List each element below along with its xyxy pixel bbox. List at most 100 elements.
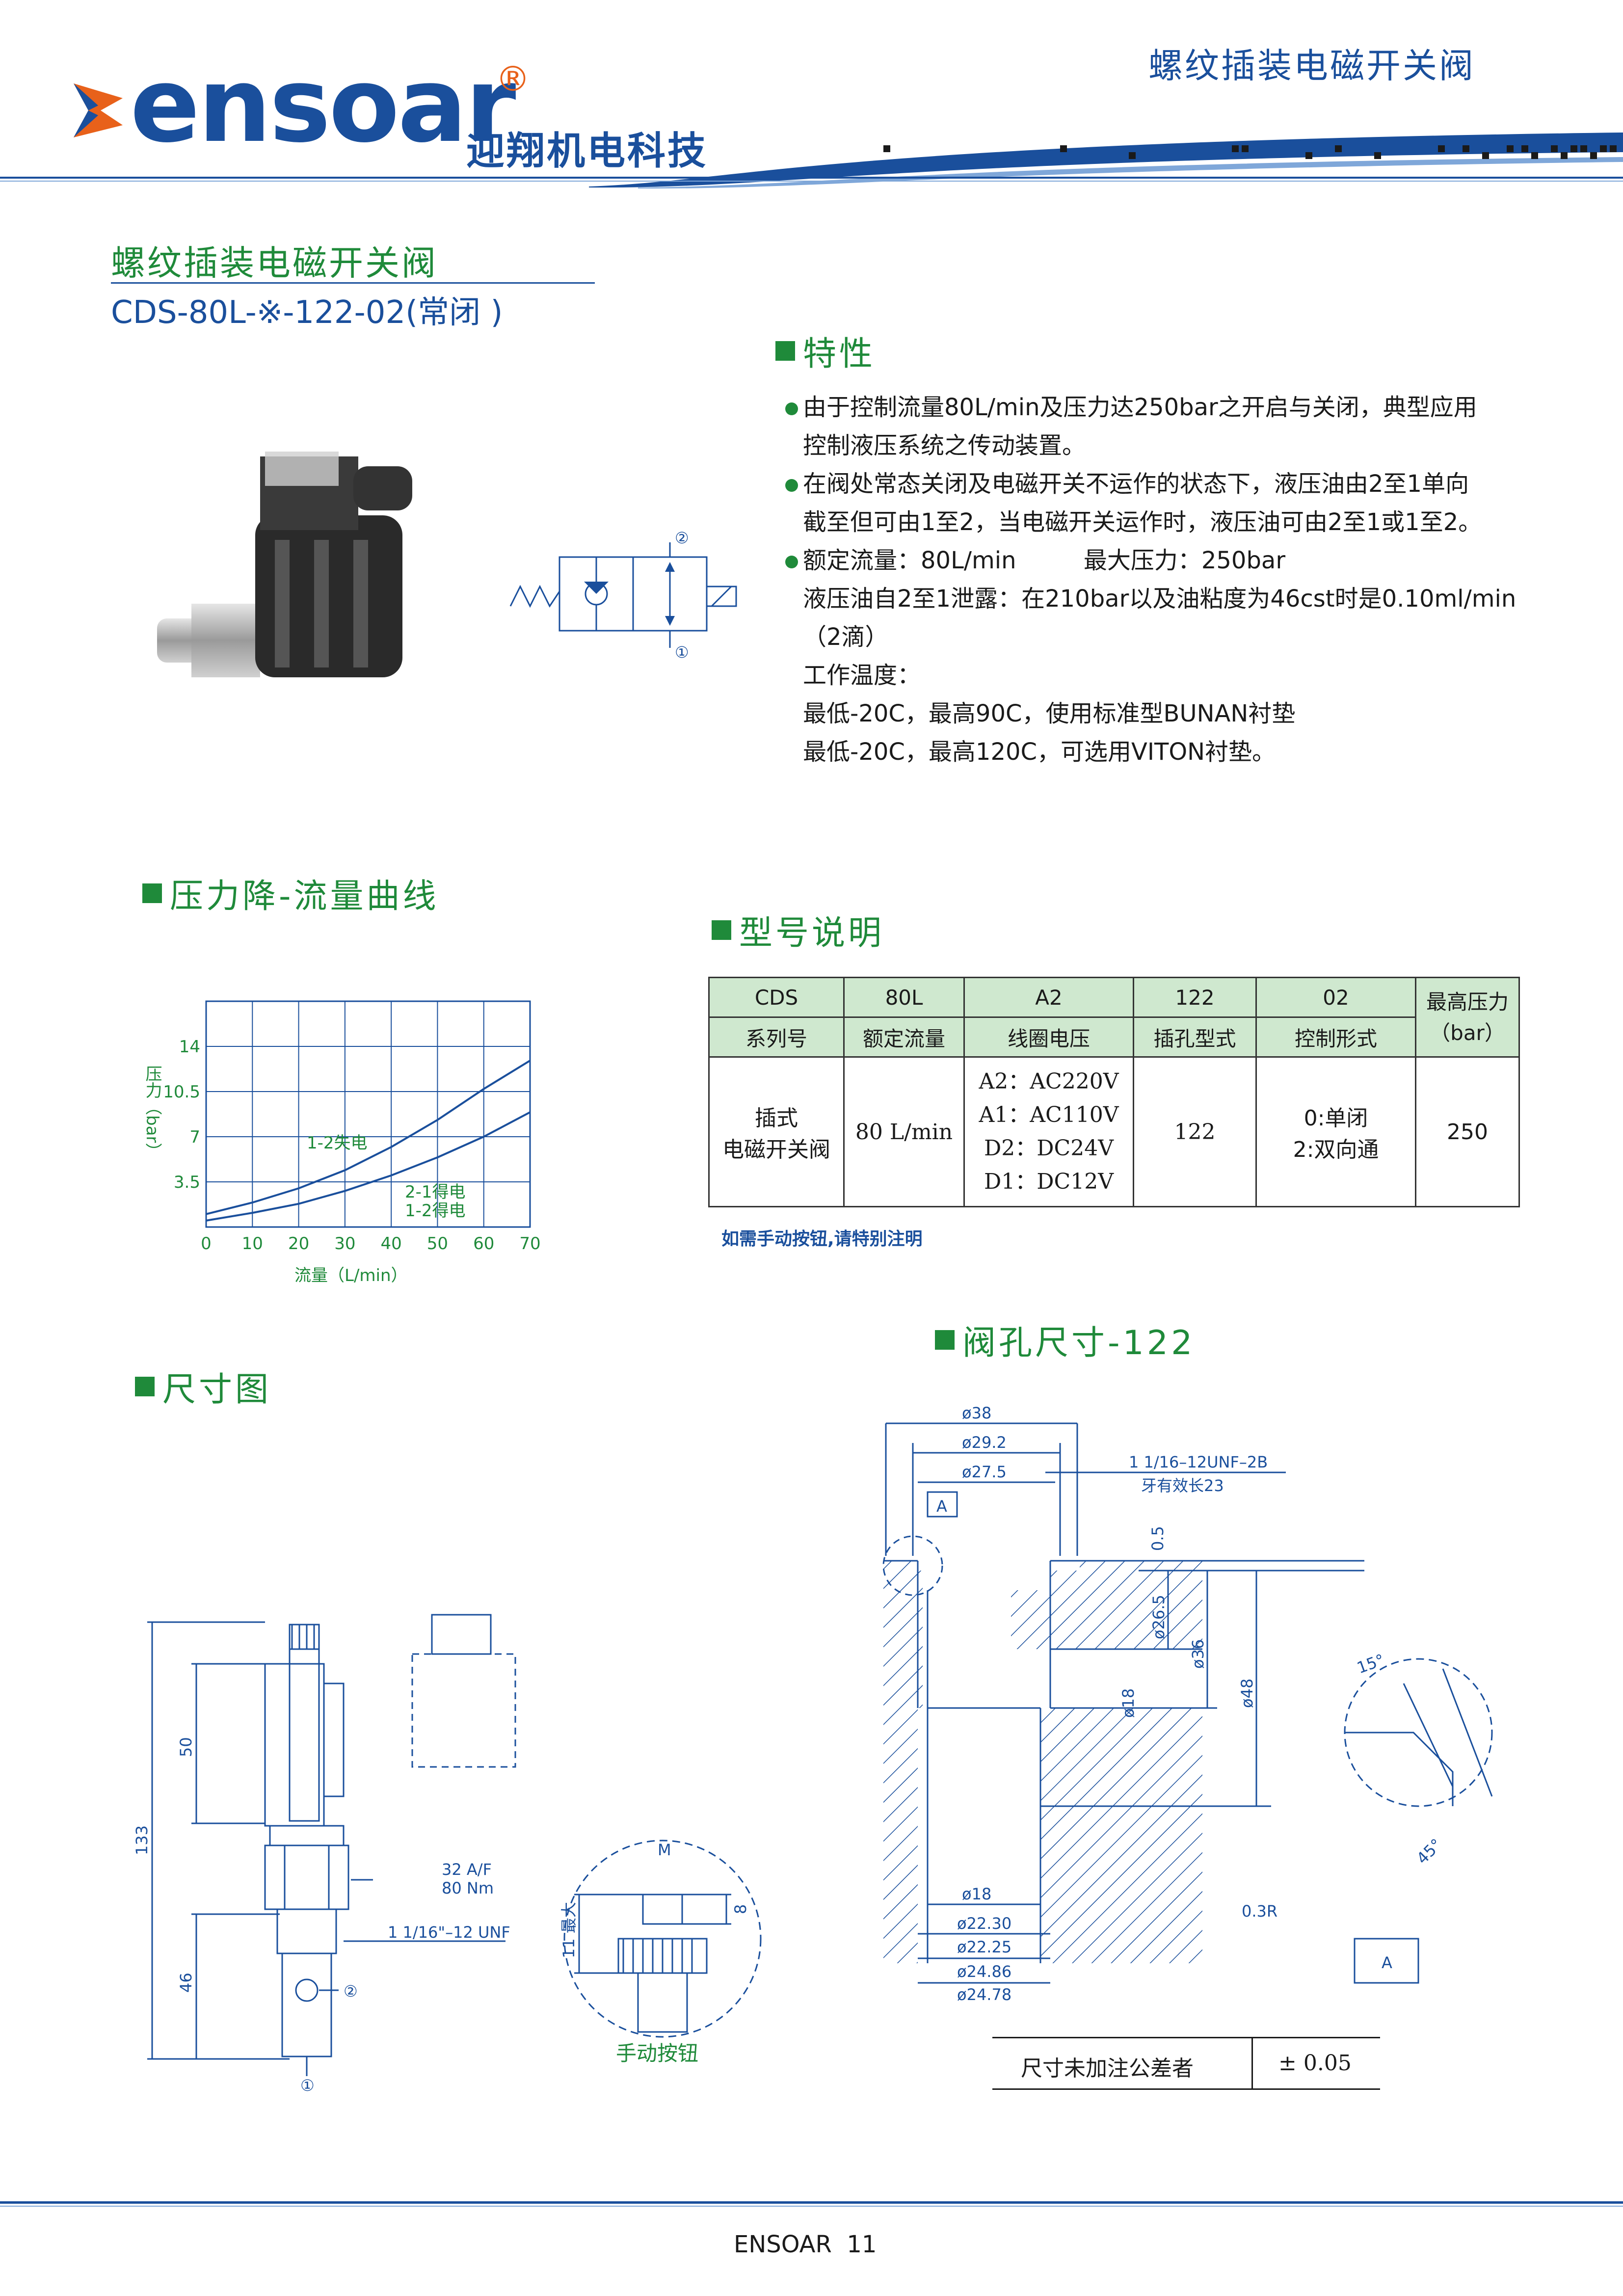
cavity-drawing: ø38 ø29.2 ø27.5 1 1/16–12UNF–2B 牙有效长23 A…	[882, 1404, 1493, 2004]
y-tick-label: 7	[189, 1127, 200, 1147]
value-flow: 80 L/min	[843, 1056, 965, 1207]
cavity-thread: 1 1/16–12UNF–2B	[1129, 1453, 1268, 1471]
x-tick-label: 20	[288, 1234, 309, 1254]
cavity-d29-2: ø29.2	[962, 1433, 1007, 1452]
torque-nm: 80 Nm	[442, 1879, 494, 1897]
bullet-icon	[785, 556, 798, 568]
feature-line: 控制液压系统之传动装置。	[803, 432, 1086, 459]
x-tick-label: 60	[473, 1234, 494, 1254]
dim-46: 46	[177, 1973, 195, 1993]
footer-text: ENSOAR 11	[734, 2231, 877, 2258]
y-axis-label: 压力（bar）	[142, 1065, 162, 1159]
cavity-angle-15: 15°	[1355, 1650, 1387, 1677]
model-desc-title: 型号说明	[712, 906, 884, 954]
symbol-port1: ①	[675, 643, 689, 662]
name-control: 控制形式	[1255, 1016, 1416, 1058]
product-photo	[157, 452, 412, 677]
cavity-d26-5: ø26.5	[1149, 1595, 1168, 1639]
manual-button-detail: M 11 最大 8	[559, 1840, 762, 2038]
tol-label: 尺寸未加注公差者	[1021, 2056, 1194, 2081]
feature-line: 在阀处常态关闭及电磁开关不运作的状态下，液压油由2至1单向	[803, 470, 1469, 498]
symbol-port2: ②	[675, 529, 689, 547]
cavity-d27-5: ø27.5	[962, 1463, 1007, 1481]
cavity-d36: ø36	[1189, 1639, 1207, 1669]
feature-line: 截至但可由1至2，当电磁开关运作时，液压油可由2至1或1至2。	[803, 508, 1482, 536]
cavity-d22-30: ø22.30	[957, 1914, 1011, 1933]
x-axis-label: 流量（L/min）	[294, 1266, 408, 1285]
product-name: 螺纹插装电磁开关阀	[111, 243, 438, 283]
dim-133: 133	[133, 1825, 151, 1855]
max-pressure-label: 最高压力 （bar）	[1415, 977, 1520, 1058]
tol-value: ± 0.05	[1278, 2051, 1352, 2076]
code-control: 02	[1255, 977, 1416, 1018]
tol-divider	[1251, 2037, 1253, 2088]
cavity-d24-86: ø24.86	[957, 1962, 1011, 1981]
features-title: 特性	[775, 326, 876, 375]
name-cavity: 插孔型式	[1133, 1016, 1257, 1058]
x-tick-label: 50	[427, 1234, 448, 1254]
header-swoosh	[0, 133, 1623, 189]
x-tick-label: 40	[381, 1234, 402, 1254]
value-voltage: A2：AC220V A1：AC110V D2：DC24V D1：DC12V	[963, 1056, 1134, 1207]
company-name: 迎翔机电科技	[466, 129, 708, 173]
logo-mark-icon	[74, 83, 123, 137]
dim-port2: ②	[344, 1982, 358, 2001]
product-model: CDS-80L-※-122-02(常闭 )	[111, 294, 503, 331]
code-cavity: 122	[1133, 977, 1257, 1018]
cavity-d0-5: 0.5	[1148, 1526, 1167, 1551]
cavity-d18-vertical: ø18	[1119, 1688, 1138, 1718]
y-tick-label: 10.5	[163, 1082, 200, 1102]
value-pressure: 250	[1415, 1056, 1520, 1207]
cavity-d24-78: ø24.78	[957, 1985, 1011, 2004]
chart-grid	[205, 1000, 531, 1228]
code-cds: CDS	[708, 977, 845, 1018]
code-voltage: A2	[963, 977, 1134, 1018]
name-series: 系列号	[708, 1016, 845, 1058]
feature-line: 额定流量：80L/min 最大压力：250bar	[803, 547, 1286, 574]
footer-line-thin	[0, 2206, 1623, 2207]
dim-50: 50	[177, 1737, 195, 1757]
code-flow: 80L	[843, 977, 965, 1018]
footer-brand: ENSOAR	[734, 2231, 832, 2258]
cavity-d22-25: ø22.25	[957, 1938, 1011, 1956]
y-tick-label: 14	[179, 1037, 200, 1057]
x-tick-label: 30	[334, 1234, 355, 1254]
model-table: CDS 80L A2 122 02 最高压力 （bar） 系列号 额定流量 线圈…	[708, 977, 1520, 1207]
dim-thread: 1 1/16"–12 UNF	[388, 1923, 510, 1942]
torque-af: 32 A/F	[442, 1860, 492, 1879]
manual-m: M	[658, 1841, 671, 1859]
cavity-detail-a: A	[1382, 1953, 1392, 1972]
name-voltage: 线圈电压	[963, 1016, 1134, 1058]
feature-line: 工作温度：	[803, 662, 921, 689]
tol-top-line	[992, 2037, 1380, 2038]
series-line-2	[206, 1111, 531, 1222]
category-title: 螺纹插装电磁开关阀	[1148, 46, 1475, 86]
cavity-a-label: A	[936, 1497, 947, 1516]
series-line-1	[206, 1060, 531, 1215]
curve-label-2b: 1-2得电	[405, 1201, 466, 1221]
y-tick-label: 3.5	[174, 1173, 200, 1192]
manual-d8: 8	[731, 1904, 750, 1914]
manual-button-label: 手动按钮	[616, 2041, 699, 2065]
feature-line: 由于控制流量80L/min及压力达250bar之开启与关闭，典型应用	[803, 394, 1477, 421]
footer-page: 11	[847, 2231, 877, 2258]
header-dot-pattern	[883, 145, 1617, 159]
registered-mark: ®	[496, 59, 530, 99]
cavity-d48: ø48	[1238, 1679, 1256, 1708]
feature-line: 液压油自2至1泄露：在210bar以及油粘度为46cst时是0.10ml/min	[803, 585, 1517, 613]
name-flow: 额定流量	[843, 1016, 965, 1058]
valve-symbol: ② ①	[509, 529, 737, 662]
bullet-icon	[785, 479, 798, 492]
curve-label-2a: 2-1得电	[405, 1182, 466, 1202]
dimension-drawing: 133 50 46 32 A/F 80 Nm 1 1/16"–12 UNF ② …	[133, 1614, 516, 2095]
dimensions-title: 尺寸图	[135, 1362, 271, 1411]
tol-bottom-line	[992, 2088, 1380, 2090]
pressure-flow-title: 压力降-流量曲线	[142, 869, 439, 917]
value-series: 插式 电磁开关阀	[708, 1056, 845, 1207]
feature-line: 最低-20C，最高90C，使用标准型BUNAN衬垫	[803, 700, 1296, 727]
cavity-thread-len: 牙有效长23	[1141, 1476, 1224, 1495]
title-underline	[111, 282, 595, 284]
feature-line: （2滴）	[803, 623, 889, 651]
value-control: 0:单闭 2:双向通	[1255, 1056, 1416, 1207]
